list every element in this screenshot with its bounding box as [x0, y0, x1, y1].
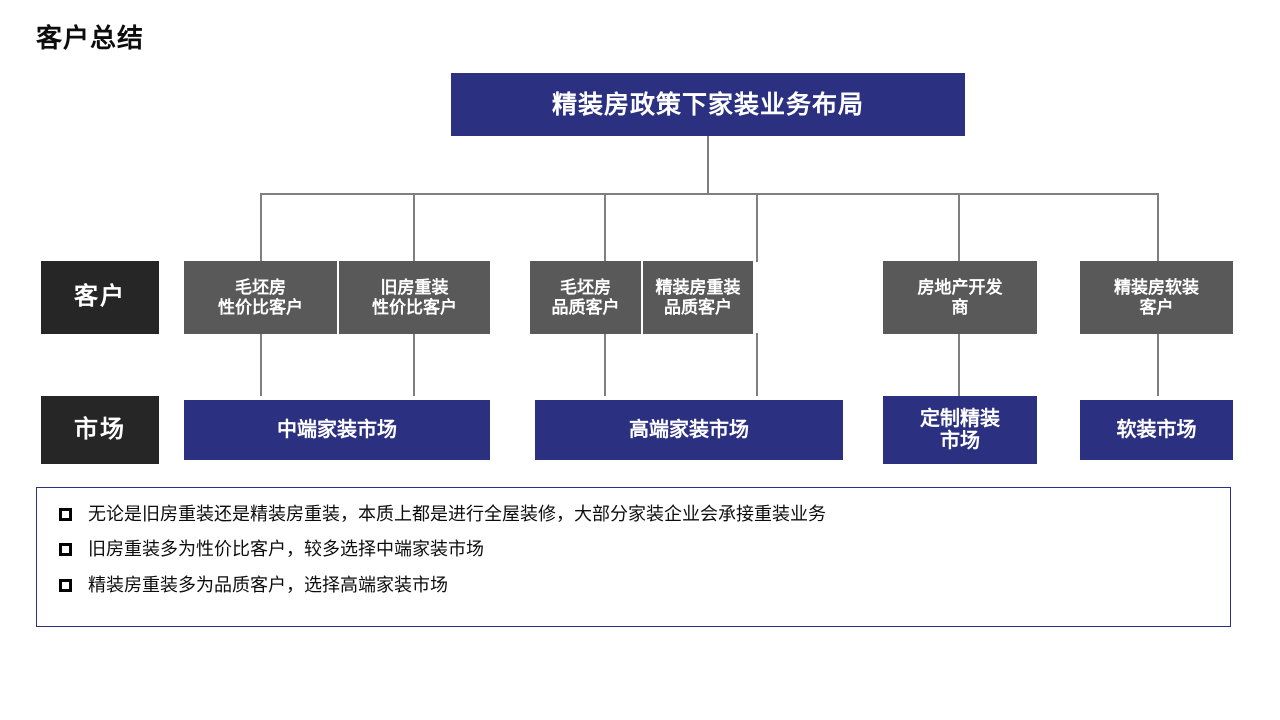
- connector-drop-5: [958, 193, 960, 262]
- customer-node-5-label: 房地产开发 商: [917, 278, 1003, 317]
- connector-drop-2: [413, 193, 415, 262]
- connector-cust-market-4: [756, 333, 758, 396]
- row-label-customer-text: 客户: [74, 283, 126, 311]
- connector-cust-market-3: [604, 333, 606, 396]
- customer-node-5[interactable]: 房地产开发 商: [883, 261, 1037, 334]
- note-item-2: 旧房重装多为性价比客户，较多选择中端家装市场: [59, 537, 1230, 561]
- customer-node-6-label: 精装房软装 客户: [1114, 278, 1199, 317]
- customer-node-3-label: 毛坯房 品质客户: [551, 278, 620, 317]
- note-item-1: 无论是旧房重装还是精装房重装，本质上都是进行全屋装修，大部分家装企业会承接重装业…: [59, 502, 1230, 526]
- market-node-4-label: 软装市场: [1116, 418, 1197, 441]
- page-title: 客户总结: [36, 23, 145, 53]
- customer-node-1-label: 毛坯房 性价比客户: [218, 278, 303, 317]
- connector-drop-4: [756, 193, 758, 262]
- connector-cust-market-1: [260, 333, 262, 396]
- connector-drop-1: [260, 193, 262, 262]
- note-item-2-text: 旧房重装多为性价比客户，较多选择中端家装市场: [88, 539, 484, 560]
- customer-node-3[interactable]: 毛坯房 品质客户: [530, 261, 641, 334]
- connector-cust-market-5: [958, 333, 960, 396]
- customer-node-2-label: 旧房重装 性价比客户: [372, 278, 457, 317]
- customer-node-1[interactable]: 毛坯房 性价比客户: [184, 261, 337, 334]
- square-bullet-icon: [59, 543, 72, 557]
- note-item-3-text: 精装房重装多为品质客户，选择高端家装市场: [88, 574, 448, 595]
- notes-panel: 无论是旧房重装还是精装房重装，本质上都是进行全屋装修，大部分家装企业会承接重装业…: [36, 487, 1231, 627]
- connector-cust-market-6: [1157, 333, 1159, 396]
- market-node-3[interactable]: 定制精装 市场: [883, 396, 1037, 464]
- connector-drop-3: [604, 193, 606, 262]
- square-bullet-icon: [59, 578, 72, 592]
- note-item-3: 精装房重装多为品质客户，选择高端家装市场: [59, 573, 1230, 597]
- customer-node-2[interactable]: 旧房重装 性价比客户: [339, 261, 490, 334]
- square-bullet-icon: [59, 508, 72, 521]
- connector-drop-6: [1157, 193, 1159, 262]
- connector-root-stem: [707, 136, 709, 194]
- market-node-2-label: 高端家装市场: [629, 418, 749, 441]
- market-node-4[interactable]: 软装市场: [1080, 400, 1233, 460]
- root-node-label: 精装房政策下家装业务布局: [551, 90, 864, 119]
- market-node-1[interactable]: 中端家装市场: [184, 400, 490, 460]
- customer-node-6[interactable]: 精装房软装 客户: [1080, 261, 1233, 334]
- row-label-customer: 客户: [41, 261, 159, 334]
- customer-node-4-label: 精装房重装 品质客户: [655, 278, 741, 317]
- connector-horizontal-bus: [260, 193, 1159, 195]
- root-node[interactable]: 精装房政策下家装业务布局: [451, 73, 965, 136]
- customer-node-4[interactable]: 精装房重装 品质客户: [643, 261, 753, 334]
- row-label-market: 市场: [41, 396, 159, 464]
- row-label-market-text: 市场: [74, 415, 126, 443]
- market-node-3-label: 定制精装 市场: [920, 407, 1000, 452]
- note-item-1-text: 无论是旧房重装还是精装房重装，本质上都是进行全屋装修，大部分家装企业会承接重装业…: [88, 504, 826, 524]
- market-node-1-label: 中端家装市场: [277, 418, 397, 441]
- connector-cust-market-2: [413, 333, 415, 396]
- market-node-2[interactable]: 高端家装市场: [535, 400, 843, 460]
